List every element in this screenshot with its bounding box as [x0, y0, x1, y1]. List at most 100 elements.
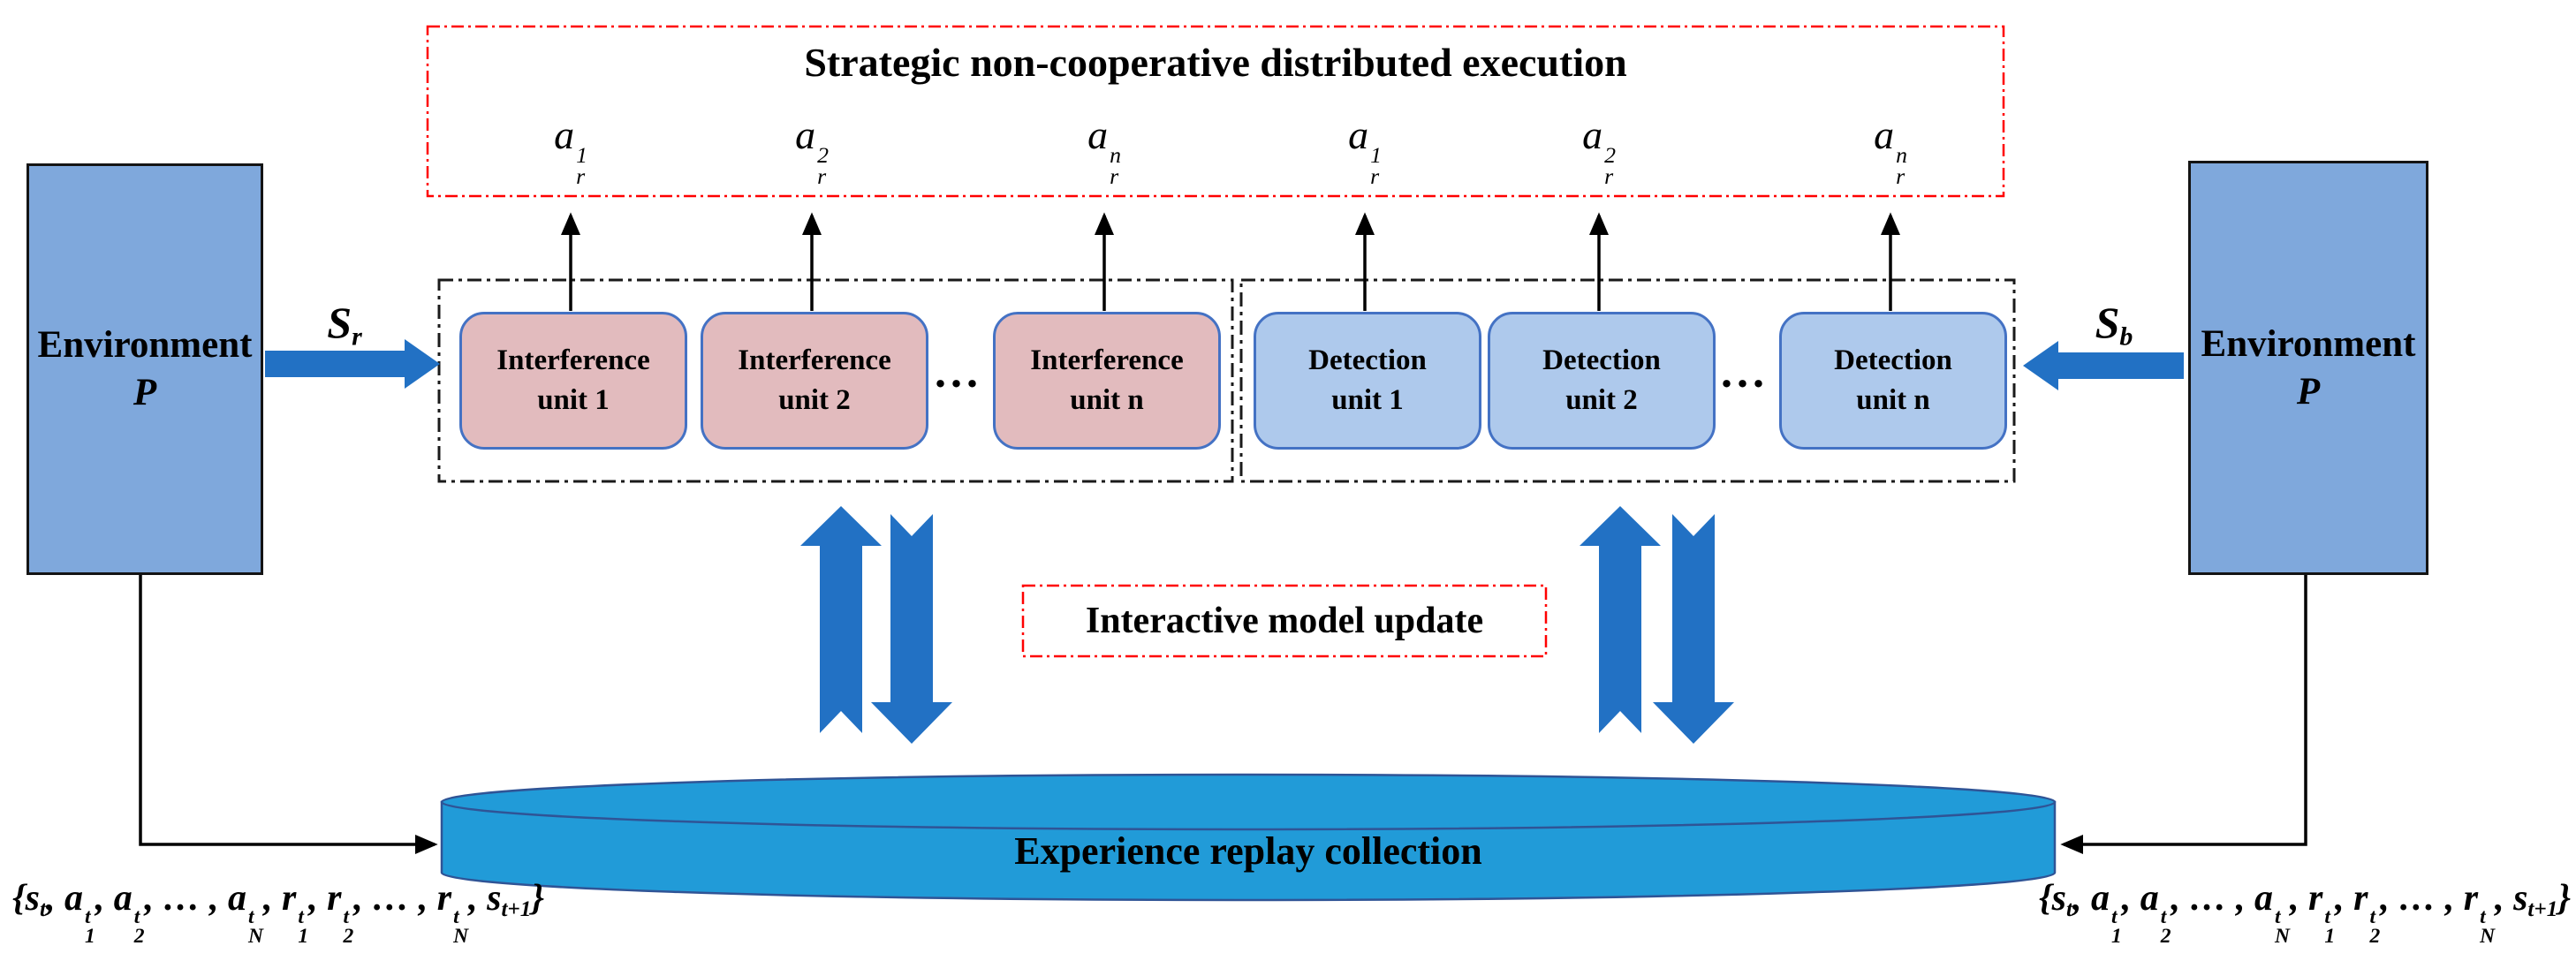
math-base: a [2140, 878, 2159, 919]
math-sup: 1 [1370, 141, 1382, 168]
math-sub: r [1896, 163, 1905, 190]
math-separator: , [2495, 878, 2514, 919]
unit-label-line2: unit 2 [1565, 384, 1638, 416]
math-base: a [113, 878, 133, 919]
math-base: a [2090, 878, 2110, 919]
right-env-to-replay-arrow [2060, 570, 2307, 854]
state-arrow-sb [2023, 341, 2184, 390]
math-sup: 2 [817, 141, 829, 168]
math-base: r [2353, 878, 2368, 919]
interference-unit-2: Interference unit 2 [701, 312, 928, 450]
math-base: a [1348, 112, 1369, 157]
math-sub: r [1110, 163, 1119, 190]
math-base: r [436, 878, 452, 919]
math-sup: n [1896, 141, 1907, 168]
math-sup: 2 [1604, 141, 1616, 168]
math-separator: , [2335, 878, 2354, 919]
math-separator: } [531, 878, 545, 919]
state-label-sr: Sr [327, 297, 362, 352]
math-separator: , [308, 878, 328, 919]
math-base: a [2254, 878, 2273, 919]
math-base: a [64, 878, 83, 919]
model-update-label: Interactive model update [1085, 601, 1484, 641]
environment-box-right: Environment P [2188, 161, 2428, 575]
math-base: r [2307, 878, 2323, 919]
unit-label-line1: Detection [1834, 344, 1952, 377]
environment-right-symbol: P [2296, 370, 2321, 412]
replay-cylinder-top [440, 773, 2057, 831]
update-down-arrow-right [1653, 514, 1734, 744]
state-arrow-sr [265, 339, 440, 389]
math-sub: t [2065, 897, 2072, 922]
math-base: a [1874, 112, 1895, 157]
unit-label-line1: Detection [1308, 344, 1427, 377]
math-sup: 1 [576, 141, 587, 168]
state-label-sb: Sb [2095, 297, 2133, 352]
math-separator: , [95, 878, 114, 919]
unit-label-line1: Interference [1030, 344, 1184, 377]
execution-title: Strategic non-cooperative distributed ex… [804, 40, 1627, 85]
math-sub: r [576, 163, 586, 190]
unit-label-line2: unit 1 [537, 384, 610, 416]
math-separator: } [2557, 878, 2571, 919]
detection-unit-n: Detection unit n [1779, 312, 2007, 450]
replay-collection-label: Experience replay collection [1014, 829, 1482, 873]
unit-label-line1: Detection [1542, 344, 1661, 377]
math-sub: t+1 [2527, 897, 2558, 922]
math-base: r [2463, 878, 2479, 919]
math-base: S [2095, 298, 2120, 347]
math-separator: , [2289, 878, 2308, 919]
environment-box-left: Environment P [27, 163, 263, 575]
interference-unit-n: Interference unit n [993, 312, 1221, 450]
interference-unit-1: Interference unit 1 [459, 312, 687, 450]
unit-label-line2: unit n [1070, 384, 1144, 416]
math-separator: , … , [144, 878, 228, 919]
math-base: r [281, 878, 297, 919]
math-base: s [2513, 878, 2528, 919]
detection-unit-1: Detection unit 1 [1254, 312, 1481, 450]
math-separator: , [468, 878, 488, 919]
math-sub: b [2119, 322, 2133, 352]
math-sub: r [352, 322, 362, 352]
unit-label-line1: Interference [496, 344, 650, 377]
math-separator: , [45, 878, 64, 919]
math-base: a [228, 878, 246, 919]
update-up-arrow-right [1580, 506, 1661, 733]
interference-ellipsis: ... [935, 347, 982, 397]
math-sub: r [817, 163, 827, 190]
math-separator: , [2072, 878, 2091, 919]
unit-label-line2: unit 1 [1331, 384, 1404, 416]
math-base: s [487, 878, 502, 919]
left-env-to-replay-arrow [139, 570, 438, 854]
math-sub: t [39, 897, 46, 922]
detection-group-box [1239, 278, 2016, 483]
math-base: r [327, 878, 342, 919]
model-update-dashed-box [1021, 584, 1548, 658]
unit-label-line2: unit 2 [778, 384, 851, 416]
environment-right-title: Environment [2201, 322, 2416, 365]
update-up-arrow-left [800, 506, 882, 733]
detection-unit-2: Detection unit 2 [1488, 312, 1716, 450]
math-base: a [795, 112, 816, 157]
unit-label-line2: unit n [1856, 384, 1930, 416]
math-base: S [327, 298, 352, 347]
